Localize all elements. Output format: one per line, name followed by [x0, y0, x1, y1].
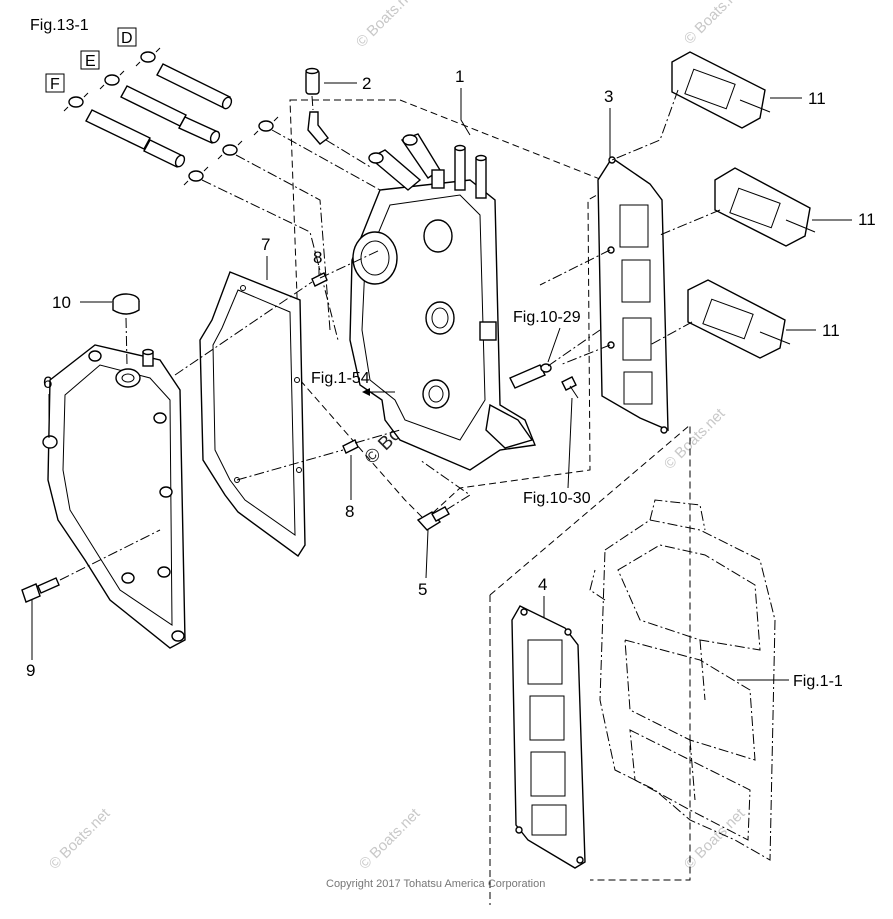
callout-3: 3	[604, 87, 613, 158]
part-5-bolt	[416, 459, 471, 531]
connector-tag-f: F	[45, 73, 65, 93]
callout-number: 6	[43, 373, 52, 392]
part-11-reed-valve	[687, 279, 791, 359]
hose-clip	[253, 116, 279, 136]
fig-ref-10-30: Fig.10-30	[523, 397, 591, 507]
connector-label: D	[121, 30, 133, 47]
figure-ref-label: Fig.10-30	[523, 490, 591, 507]
arrow-icon	[362, 388, 370, 396]
hose	[120, 85, 187, 127]
callout-11b: 11	[812, 210, 876, 229]
callout-2: 2	[324, 74, 371, 93]
part-3-gasket	[539, 156, 669, 434]
figure-title: Fig.13-1	[30, 17, 89, 34]
figure-ref-label: Fig.1-54	[311, 370, 370, 387]
hose-clip	[135, 47, 161, 67]
callout-number: 9	[26, 661, 35, 680]
part-9-bolt	[21, 529, 161, 603]
part-4-gasket	[511, 605, 586, 869]
hose-clip	[63, 92, 89, 112]
figure-ref-label: Fig.10-29	[513, 309, 581, 326]
watermark: © Boats.net	[46, 805, 114, 873]
callout-1: 1	[455, 67, 471, 136]
engine-block-outline	[589, 499, 776, 861]
part-2-fitting	[305, 67, 373, 169]
callout-number: 8	[313, 248, 322, 267]
part-7-cover-gasket	[199, 271, 306, 558]
hose	[178, 116, 219, 144]
callout-10: 10	[52, 293, 112, 312]
engine-block-frame	[489, 423, 691, 881]
callout-8b: 8	[345, 455, 354, 521]
watermark: © Boats.net	[356, 805, 424, 873]
fig-ref-1-1: Fig.1-1	[737, 673, 843, 690]
callout-number: 3	[604, 87, 613, 106]
hose-clip	[183, 166, 209, 186]
figure-ref-label: Fig.1-1	[793, 673, 843, 690]
callout-number: 2	[362, 74, 371, 93]
part-11-reed-valve	[714, 167, 816, 247]
part-11-reed-valve	[671, 51, 771, 129]
fig-ref-10-29: Fig.10-29	[513, 309, 581, 363]
callout-number: 4	[538, 575, 547, 594]
callout-number: 11	[808, 89, 826, 108]
callout-7: 7	[261, 235, 270, 280]
part-8-dowel-pin	[342, 439, 359, 454]
watermark: © Boats.net	[353, 0, 421, 51]
watermark: © Boats.net	[661, 405, 729, 473]
fig-ref-1-54: Fig.1-54	[311, 370, 395, 396]
sensor-bracket	[509, 329, 601, 399]
callout-9: 9	[26, 600, 35, 680]
callout-number: 1	[455, 67, 464, 86]
callout-number: 8	[345, 502, 354, 521]
hose	[143, 139, 184, 168]
watermark: © Boats.net	[681, 805, 749, 873]
part-1-envelope	[289, 99, 617, 521]
callout-number: 5	[418, 580, 427, 599]
callout-11c: 11	[786, 321, 840, 340]
connector-tag-d: D	[117, 27, 137, 47]
hose	[156, 63, 231, 109]
part-10-cap	[112, 293, 140, 366]
callout-6: 6	[43, 373, 52, 438]
callout-5: 5	[418, 529, 429, 599]
hose-clip	[99, 70, 125, 90]
callout-8a: 8	[313, 248, 322, 276]
callout-number: 7	[261, 235, 270, 254]
connector-tag-e: E	[80, 50, 100, 70]
hose-clip	[217, 140, 243, 160]
callout-number: 10	[52, 293, 71, 312]
callout-11a: 11	[770, 89, 826, 108]
part-6-cover	[42, 344, 186, 649]
callout-number: 11	[822, 321, 840, 340]
connector-label: F	[50, 76, 60, 93]
hose-assembly	[63, 47, 381, 341]
callout-number: 11	[858, 210, 876, 229]
watermark: © Boats.net	[681, 0, 749, 48]
connector-label: E	[85, 53, 96, 70]
part-1-cylinder-body	[349, 133, 536, 471]
copyright-text: Copyright 2017 Tohatsu America Corporati…	[326, 878, 545, 890]
callout-4: 4	[538, 575, 547, 618]
hose	[85, 109, 151, 150]
